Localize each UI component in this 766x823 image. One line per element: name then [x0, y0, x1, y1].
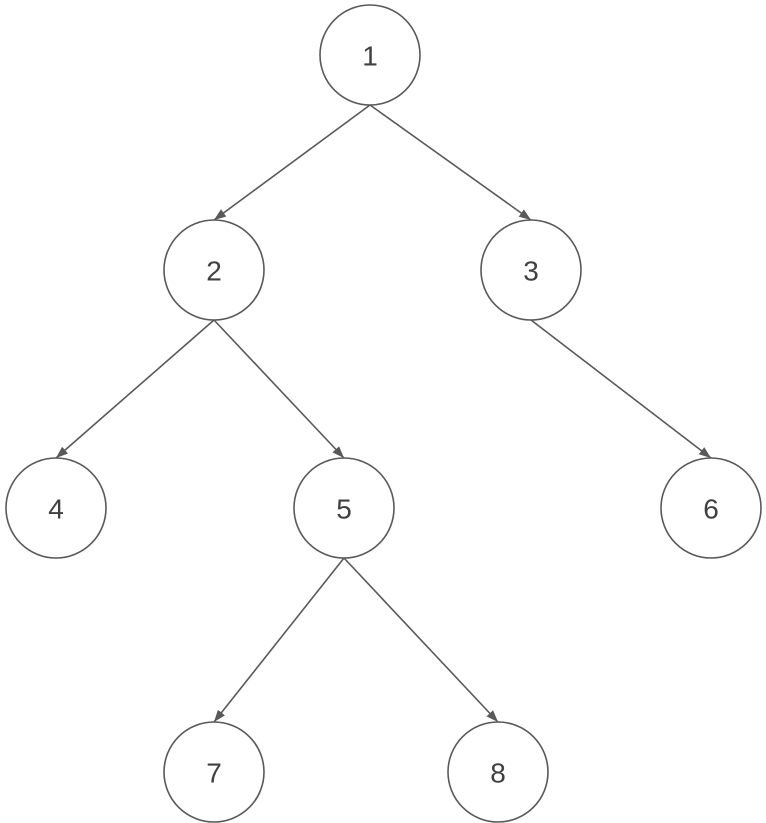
node-circle-1 — [319, 4, 421, 106]
tree-node-2: 2 — [163, 219, 265, 321]
tree-node-6: 6 — [660, 457, 762, 559]
node-label-7: 7 — [206, 758, 222, 789]
node-label-5: 5 — [336, 494, 352, 525]
tree-node-5: 5 — [293, 457, 395, 559]
tree-node-7: 7 — [163, 721, 265, 823]
node-circle-3 — [480, 219, 582, 321]
tree-edge-2-4 — [55, 319, 215, 459]
node-label-2: 2 — [206, 256, 222, 287]
node-circle-2 — [163, 219, 265, 321]
tree-edge-1-3 — [369, 104, 532, 221]
tree-edge-5-8 — [343, 557, 499, 723]
tree-node-1: 1 — [319, 4, 421, 106]
node-circle-8 — [447, 721, 549, 823]
node-circle-4 — [5, 457, 107, 559]
tree-edge-3-6 — [530, 319, 712, 459]
node-circle-6 — [660, 457, 762, 559]
edges-layer — [55, 104, 712, 723]
tree-edge-2-5 — [213, 319, 345, 459]
node-label-1: 1 — [362, 41, 378, 72]
node-circle-5 — [293, 457, 395, 559]
nodes-layer: 1 2 3 4 5 6 7 8 — [5, 4, 762, 823]
tree-edge-5-7 — [213, 557, 345, 723]
tree-node-4: 4 — [5, 457, 107, 559]
node-label-3: 3 — [523, 256, 539, 287]
tree-node-3: 3 — [480, 219, 582, 321]
node-label-6: 6 — [703, 494, 719, 525]
tree-node-8: 8 — [447, 721, 549, 823]
tree-edge-1-2 — [213, 104, 371, 221]
node-circle-7 — [163, 721, 265, 823]
node-label-4: 4 — [48, 494, 64, 525]
node-label-8: 8 — [490, 758, 506, 789]
